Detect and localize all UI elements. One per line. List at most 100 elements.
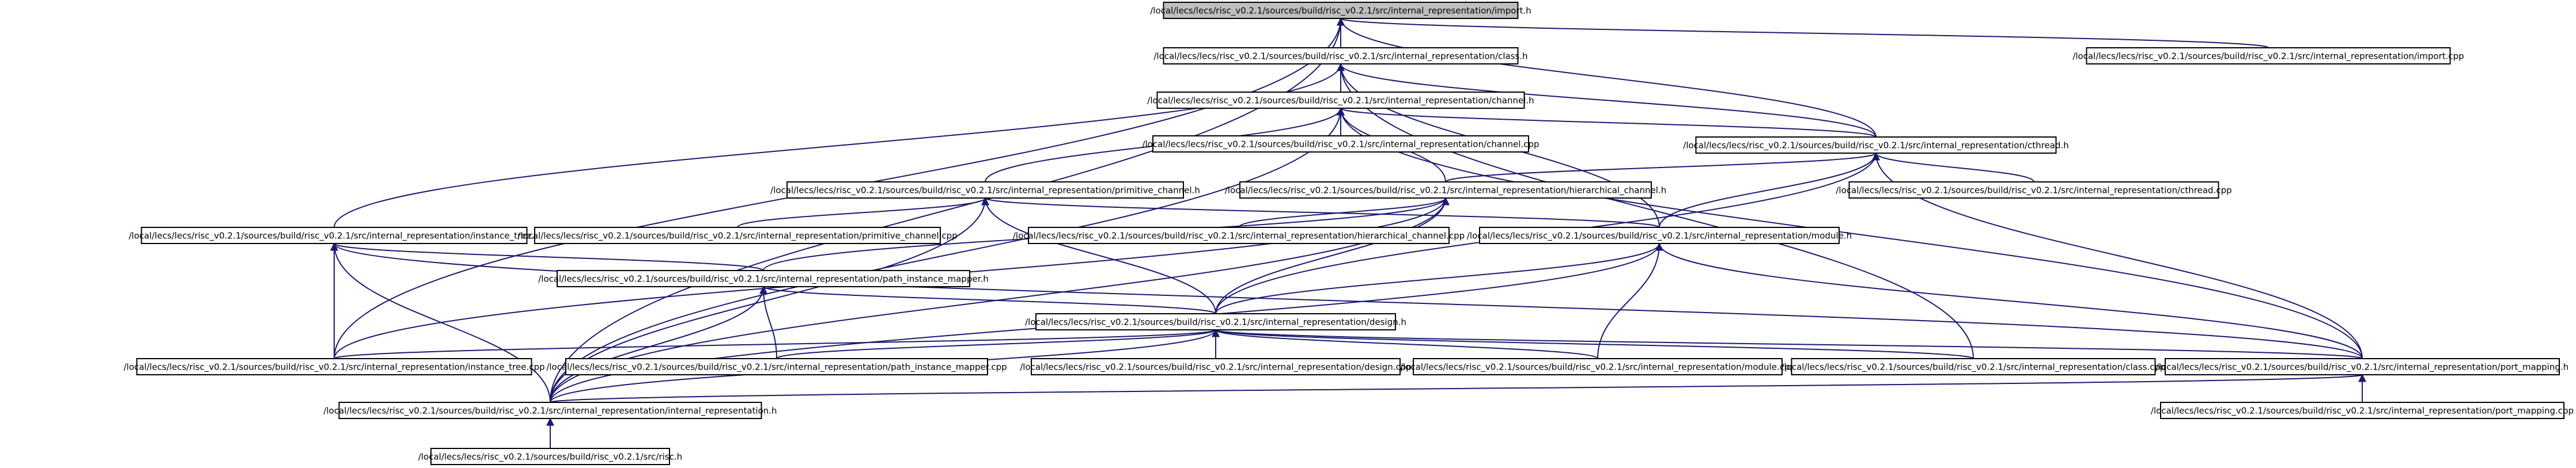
- edge-internal_representation_h-to-path_instance_mapper_h: [550, 286, 767, 403]
- edge-design_h-to-path_instance_mapper_h: [759, 286, 1216, 314]
- edge-port_mapping_h-to-instance_tree_h: [330, 242, 2363, 359]
- node-label: /local/lecs/lecs/risc_v0.2.1/sources/bui…: [2151, 406, 2574, 417]
- node-box: [1413, 358, 1783, 375]
- node-label: /local/lecs/lecs/risc_v0.2.1/sources/bui…: [2156, 362, 2569, 373]
- node-box: [1791, 358, 2156, 375]
- node-box: [430, 448, 670, 465]
- nodes-layer: /local/lecs/lecs/risc_v0.2.1/sources/bui…: [123, 2, 2574, 465]
- node-channel-h[interactable]: /local/lecs/lecs/risc_v0.2.1/sources/bui…: [1147, 92, 1534, 109]
- node-label: /local/lecs/lecs/risc_v0.2.1/sources/bui…: [128, 231, 539, 242]
- node-label: /local/lecs/lecs/risc_v0.2.1/sources/bui…: [517, 231, 957, 242]
- edge-internal_representation_h-to-port_mapping_h: [550, 374, 2366, 403]
- edge-design_h-to-primitive_channel_h: [981, 197, 1216, 314]
- node-label: /local/lecs/lecs/risc_v0.2.1/sources/bui…: [1781, 362, 2165, 373]
- edge-class_cpp-to-design_h: [1212, 329, 1974, 359]
- edge-internal_representation_h-to-channel_h: [550, 107, 1345, 403]
- edge-import_cpp-to-import_h: [1337, 17, 2269, 48]
- node-label: /local/lecs/lecs/risc_v0.2.1/sources/bui…: [1836, 185, 2231, 196]
- node-label: /local/lecs/lecs/risc_v0.2.1/sources/bui…: [2072, 51, 2464, 62]
- edge-cthread_cpp-to-cthread_h: [1872, 152, 2034, 182]
- node-box: [136, 358, 532, 375]
- node-box: [1239, 181, 1652, 199]
- node-box: [141, 227, 528, 244]
- node-port-mapping-cpp[interactable]: /local/lecs/lecs/risc_v0.2.1/sources/bui…: [2151, 402, 2574, 419]
- edge-module_h-to-primitive_channel_h: [981, 197, 1660, 228]
- node-box: [2086, 47, 2451, 64]
- node-module-cpp[interactable]: /local/lecs/lecs/risc_v0.2.1/sources/bui…: [1400, 358, 1795, 375]
- edge-module_h-to-cthread_h: [1659, 152, 1880, 228]
- node-box: [565, 358, 988, 375]
- node-port-mapping-h[interactable]: /local/lecs/lecs/risc_v0.2.1/sources/bui…: [2156, 358, 2569, 375]
- node-primitive-channel-h[interactable]: /local/lecs/lecs/risc_v0.2.1/sources/bui…: [770, 181, 1200, 199]
- node-box: [338, 402, 762, 419]
- edge-primitive_channel_cpp-to-primitive_channel_h: [737, 197, 989, 228]
- node-label: /local/lecs/lecs/risc_v0.2.1/sources/bui…: [1225, 185, 1667, 196]
- node-class-cpp[interactable]: /local/lecs/lecs/risc_v0.2.1/sources/bui…: [1781, 358, 2166, 375]
- node-import-cpp[interactable]: /local/lecs/lecs/risc_v0.2.1/sources/bui…: [2072, 47, 2464, 64]
- node-label: /local/lecs/lecs/risc_v0.2.1/sources/bui…: [770, 185, 1200, 196]
- node-path-instance-mapper-h[interactable]: /local/lecs/lecs/risc_v0.2.1/sources/bui…: [538, 270, 989, 287]
- node-label: /local/lecs/lecs/risc_v0.2.1/sources/bui…: [1683, 140, 2068, 151]
- node-primitive-channel-cpp[interactable]: /local/lecs/lecs/risc_v0.2.1/sources/bui…: [517, 227, 958, 244]
- node-box: [1031, 358, 1401, 375]
- node-box: [1848, 181, 2219, 199]
- edge-hierarchical_channel_h-to-cthread_h: [1445, 152, 1880, 182]
- node-import-h[interactable]: /local/lecs/lecs/risc_v0.2.1/sources/bui…: [1150, 2, 1531, 19]
- edge-port_mapping_h-to-channel_h: [1337, 107, 2363, 359]
- edge-port_mapping_h-to-module_h: [1655, 242, 2363, 359]
- node-risc-h[interactable]: /local/lecs/lecs/risc_v0.2.1/sources/bui…: [418, 448, 682, 465]
- node-label: /local/lecs/lecs/risc_v0.2.1/sources/bui…: [1400, 362, 1795, 373]
- node-label: /local/lecs/lecs/risc_v0.2.1/sources/bui…: [1142, 139, 1539, 150]
- node-label: /local/lecs/lecs/risc_v0.2.1/sources/bui…: [418, 452, 682, 463]
- node-label: /local/lecs/lecs/risc_v0.2.1/sources/bui…: [1025, 317, 1406, 328]
- node-box: [2165, 358, 2560, 375]
- edge-design_h-to-module_h: [1215, 242, 1663, 314]
- edge-path_instance_mapper_cpp-to-design_h: [776, 329, 1220, 359]
- edge-hierarchical_channel_cpp-to-hierarchical_channel_h: [1238, 197, 1450, 228]
- node-box: [557, 270, 970, 287]
- node-internal-representation-h[interactable]: /local/lecs/lecs/risc_v0.2.1/sources/bui…: [323, 402, 777, 419]
- node-box: [1156, 92, 1525, 109]
- edge-cthread_h-to-channel_h: [1337, 107, 1877, 138]
- edge-cthread_h-to-import_h: [1337, 17, 1877, 138]
- node-label: /local/lecs/lecs/risc_v0.2.1/sources/bui…: [1147, 96, 1534, 106]
- node-instance-tree-cpp[interactable]: /local/lecs/lecs/risc_v0.2.1/sources/bui…: [123, 358, 545, 375]
- edge-class_cpp-to-class_h: [1337, 63, 1974, 359]
- node-path-instance-mapper-cpp[interactable]: /local/lecs/lecs/risc_v0.2.1/sources/bui…: [546, 358, 1007, 375]
- edge-design_h-to-hierarchical_channel_h: [1215, 197, 1450, 314]
- node-label: /local/lecs/lecs/risc_v0.2.1/sources/bui…: [538, 274, 989, 285]
- edge-internal_representation_h-to-instance_tree_h: [330, 242, 551, 403]
- node-box: [1163, 2, 1519, 19]
- node-design-cpp[interactable]: /local/lecs/lecs/risc_v0.2.1/sources/bui…: [1020, 358, 1412, 375]
- node-box: [534, 227, 941, 244]
- node-box: [1163, 47, 1519, 64]
- edges-layer: [330, 17, 2366, 448]
- node-label: /local/lecs/lecs/risc_v0.2.1/sources/bui…: [546, 362, 1007, 373]
- node-box: [1035, 313, 1396, 330]
- node-cthread-cpp[interactable]: /local/lecs/lecs/risc_v0.2.1/sources/bui…: [1836, 181, 2232, 199]
- node-label: /local/lecs/lecs/risc_v0.2.1/sources/bui…: [1153, 51, 1527, 62]
- edge-module_cpp-to-module_h: [1597, 242, 1663, 359]
- node-label: /local/lecs/lecs/risc_v0.2.1/sources/bui…: [1013, 231, 1465, 242]
- edge-path_instance_mapper_cpp-to-path_instance_mapper_h: [759, 286, 777, 359]
- node-box: [2160, 402, 2564, 419]
- node-instance-tree-h[interactable]: /local/lecs/lecs/risc_v0.2.1/sources/bui…: [128, 227, 540, 244]
- node-hierarchical-channel-cpp[interactable]: /local/lecs/lecs/risc_v0.2.1/sources/bui…: [1013, 227, 1465, 244]
- node-box: [1152, 135, 1529, 153]
- node-box: [1695, 136, 2057, 154]
- node-channel-cpp[interactable]: /local/lecs/lecs/risc_v0.2.1/sources/bui…: [1142, 135, 1539, 153]
- edge-instance_tree_cpp-to-design_h: [334, 329, 1220, 359]
- edge-internal_representation_h-to-import_h: [550, 17, 1345, 403]
- node-cthread-h[interactable]: /local/lecs/lecs/risc_v0.2.1/sources/bui…: [1683, 136, 2069, 154]
- node-class-h[interactable]: /local/lecs/lecs/risc_v0.2.1/sources/bui…: [1153, 47, 1528, 64]
- edge-cthread_h-to-class_h: [1337, 63, 1877, 138]
- node-label: /local/lecs/lecs/risc_v0.2.1/sources/bui…: [1150, 6, 1531, 17]
- node-label: /local/lecs/lecs/risc_v0.2.1/sources/bui…: [1020, 362, 1412, 373]
- node-box: [786, 181, 1184, 199]
- node-label: /local/lecs/lecs/risc_v0.2.1/sources/bui…: [323, 406, 777, 417]
- node-module-h[interactable]: /local/lecs/lecs/risc_v0.2.1/sources/bui…: [1467, 227, 1852, 244]
- node-label: /local/lecs/lecs/risc_v0.2.1/sources/bui…: [1467, 231, 1852, 242]
- node-hierarchical-channel-h[interactable]: /local/lecs/lecs/risc_v0.2.1/sources/bui…: [1225, 181, 1667, 199]
- node-design-h[interactable]: /local/lecs/lecs/risc_v0.2.1/sources/bui…: [1025, 313, 1406, 330]
